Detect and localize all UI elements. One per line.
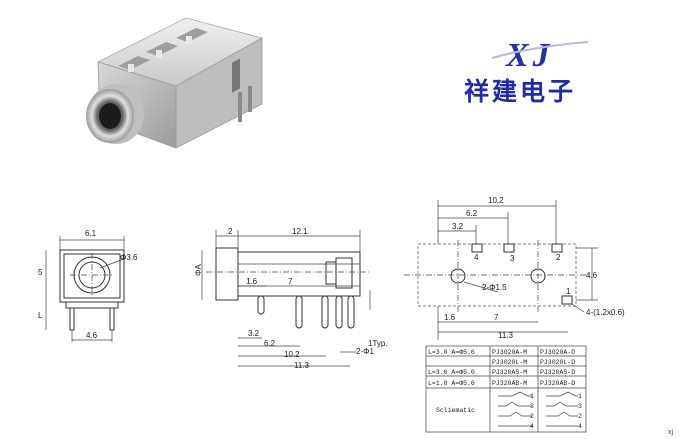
company-name: 祥建电子 <box>464 77 576 106</box>
side-phi-a: ΦA <box>194 264 203 276</box>
schem-d-pin2: 2 <box>578 413 582 420</box>
table-part-m-2: PJ320AS-M <box>492 369 527 376</box>
table-part-d-0: PJ3020A-D <box>540 349 575 356</box>
top-b1: 1.6 <box>444 313 456 322</box>
top-w2: 6.2 <box>466 209 478 218</box>
schematic-symbol-d: 1 3 2 4 <box>546 391 582 430</box>
schem-d-pin4: 4 <box>578 423 582 430</box>
side-pin-dia: 2-Φ1 <box>356 347 374 356</box>
schem-d-pin1: 1 <box>578 393 582 400</box>
table-spec-2: L=3.0 A=Φ5.0 <box>428 369 475 376</box>
top-w1: 10.2 <box>488 196 504 205</box>
schematic-label: Scliematic <box>436 407 475 414</box>
side-b4: 11.3 <box>294 361 310 370</box>
top-slot: 4-(1.2x0.6) <box>586 308 625 317</box>
side-d1: 1.6 <box>246 277 258 286</box>
top-b2: 7 <box>494 313 499 322</box>
schem-m-pin2: 2 <box>530 413 534 420</box>
top-hole: 2-Φ1.5 <box>482 283 507 292</box>
side-typ: 1Typ. <box>368 339 388 348</box>
side-b2: 6.2 <box>264 339 276 348</box>
front-width: 6.1 <box>85 229 97 238</box>
footer-mark: xj <box>668 429 674 436</box>
top-pin2: 2 <box>556 253 561 262</box>
front-hole: Φ3.6 <box>120 253 138 262</box>
front-l-label: L <box>38 311 43 320</box>
table-part-d-2: PJ320AS-D <box>540 369 575 376</box>
table-spec-0: L=3.0 A=Φ5.6 <box>428 349 475 356</box>
part-table: L=3.0 A=Φ5.6 PJ3020A-M PJ3020A-D PJ3020L… <box>425 345 587 433</box>
top-pin4: 4 <box>474 253 479 262</box>
top-height: 4.6 <box>586 271 598 280</box>
table-part-m-0: PJ3020A-M <box>492 349 527 356</box>
table-spec-3: L=1.8 A=Φ5.6 <box>428 380 475 387</box>
product-render <box>86 17 264 149</box>
table-part-m-1: PJ3020L-M <box>492 359 527 366</box>
brand-logo: XJ 祥建电子 <box>464 37 589 106</box>
schem-m-pin1: 1 <box>530 393 534 400</box>
top-pin1: 1 <box>566 287 571 296</box>
top-b3: 11.3 <box>498 331 514 340</box>
schem-d-pin3: 3 <box>578 403 582 410</box>
top-view: 10.2 6.2 3.2 4 3 2 1 2-Φ1.5 4.6 1.6 <box>404 196 625 340</box>
table-part-m-3: PJ320AB-M <box>492 380 527 387</box>
front-pin-pitch: 4.6 <box>86 331 98 340</box>
top-w3: 3.2 <box>452 222 464 231</box>
side-top-total: 12.1 <box>292 227 308 236</box>
schem-m-pin4: 4 <box>530 423 534 430</box>
side-top-left: 2 <box>228 227 233 236</box>
schematic-symbol-m: 1 3 2 4 <box>498 391 534 430</box>
table-part-d-3: PJ320AB-D <box>540 380 575 387</box>
logo-letters: XJ <box>505 37 554 74</box>
table-part-d-1: PJ3020L-D <box>540 359 575 366</box>
front-view: 6.1 5 L Φ3.6 4.6 <box>38 229 138 342</box>
top-pin3: 3 <box>510 254 515 263</box>
side-d2: 7 <box>288 277 293 286</box>
front-height: 5 <box>38 268 43 277</box>
schem-m-pin3: 3 <box>530 403 534 410</box>
side-b1: 3.2 <box>248 329 260 338</box>
side-b3: 10.2 <box>284 350 300 359</box>
side-view: 2 12.1 ΦA 1.6 7 1Typ. 3.2 6.2 10.2 11.3 <box>194 227 388 370</box>
